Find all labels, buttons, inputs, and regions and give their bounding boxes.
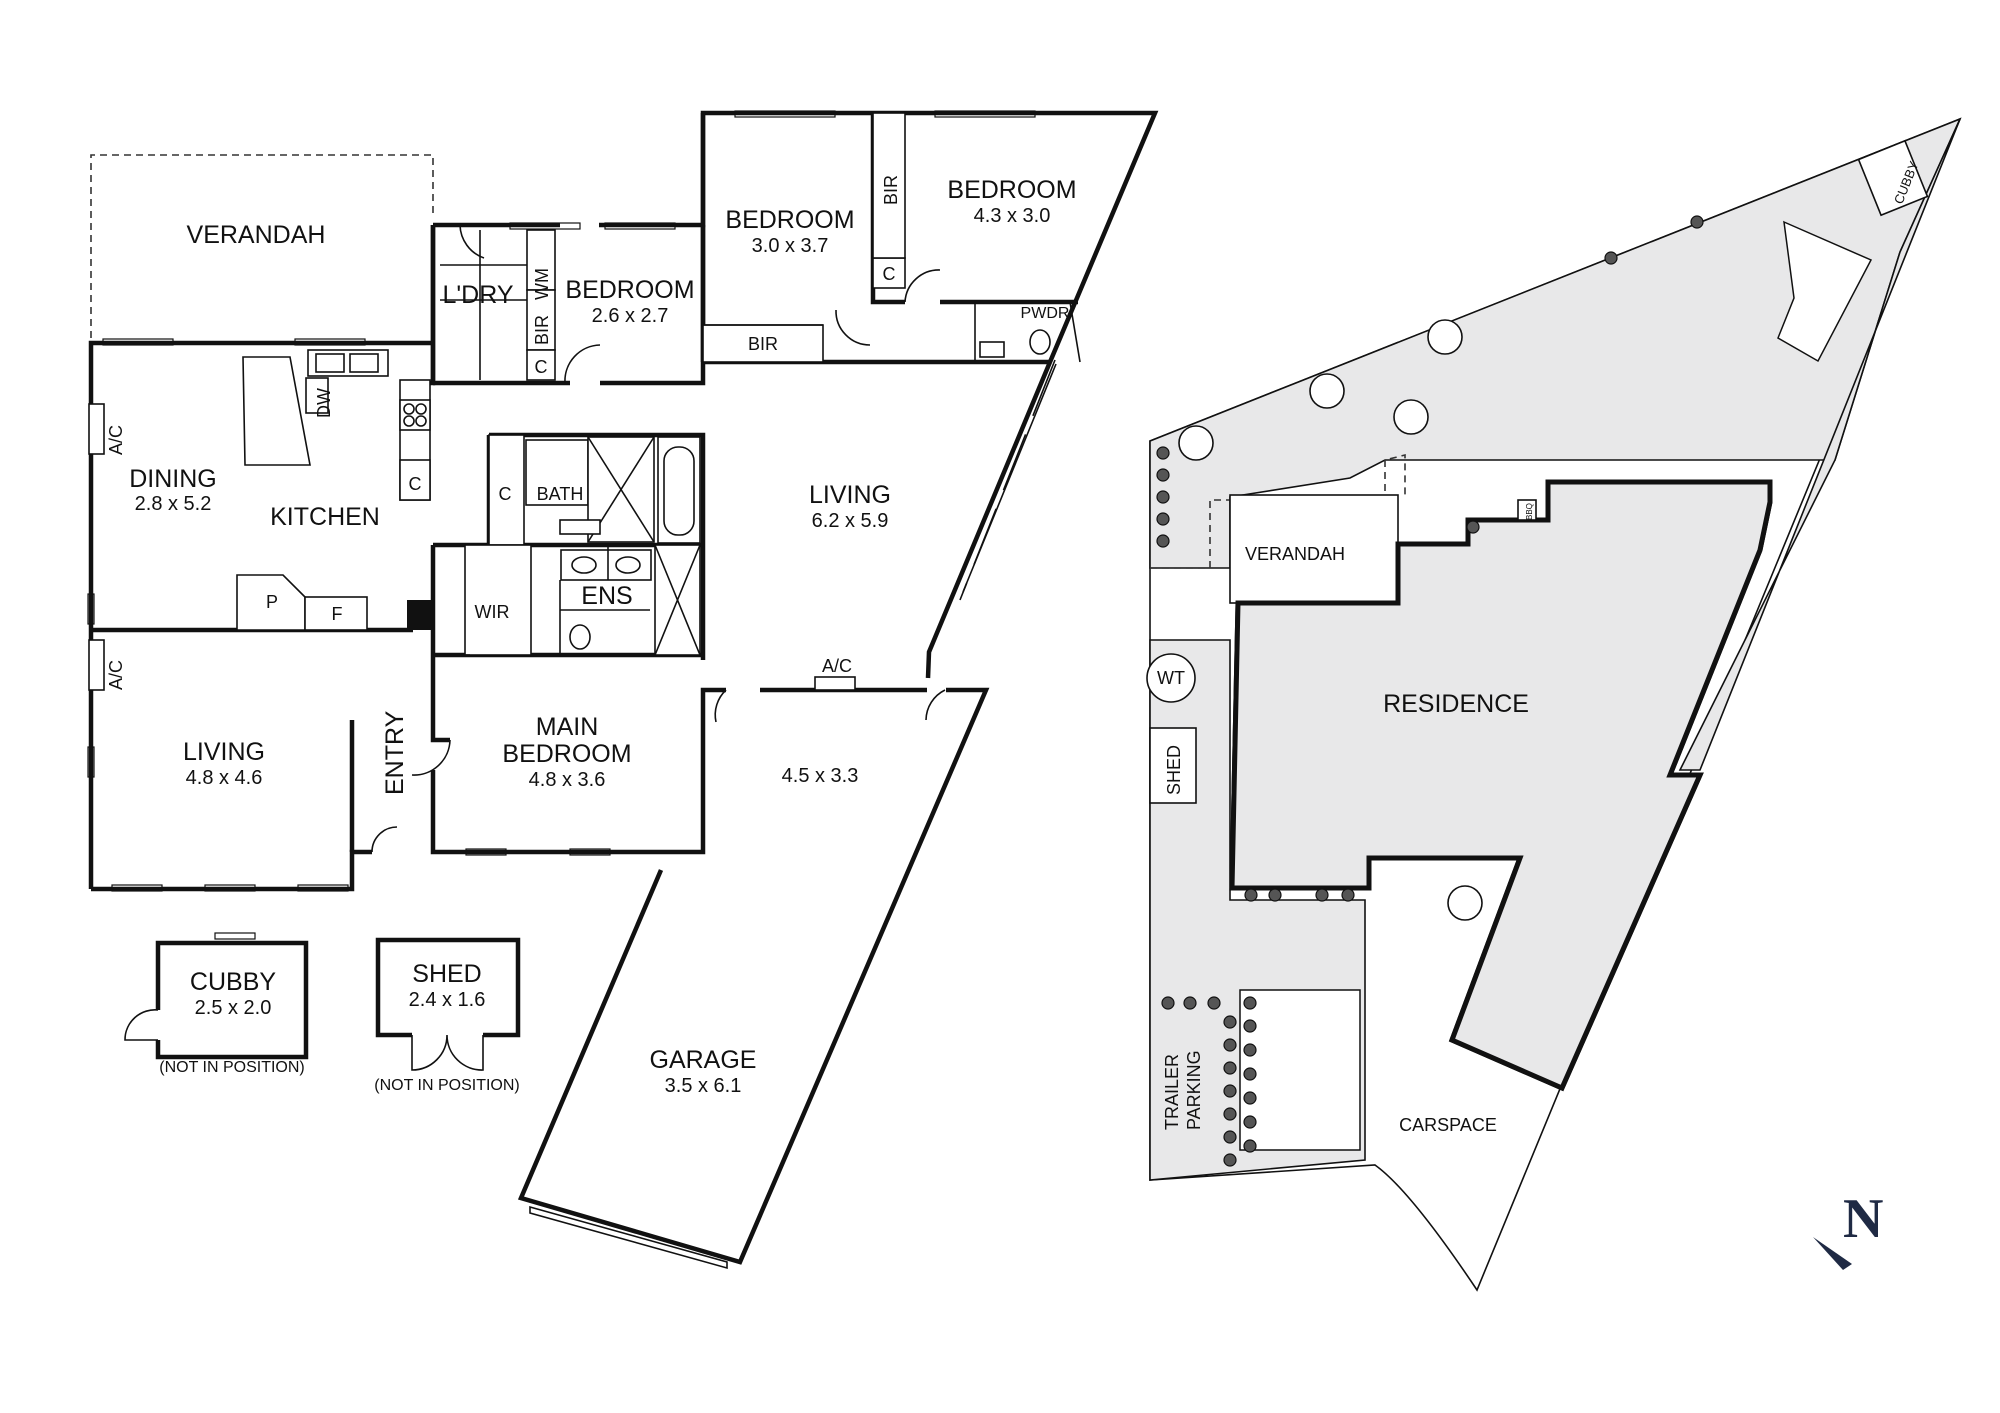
dining-size: 2.8 x 5.2 — [135, 493, 212, 515]
shrubs — [1156, 215, 1704, 1167]
ens-label: ENS — [581, 582, 632, 610]
water-tank — [1146, 653, 1196, 703]
bir-label-mid: BIR — [881, 175, 901, 205]
kitchen-label: KITCHEN — [270, 503, 380, 531]
trees — [1178, 319, 1483, 921]
entry-label: ENTRY — [381, 710, 409, 795]
pwdr-label: PWDR — [1021, 305, 1070, 322]
tree-icon — [1447, 885, 1483, 921]
tree-icon — [1393, 399, 1429, 435]
dining-name: DINING — [129, 465, 217, 493]
cubby-note: (NOT IN POSITION) — [159, 1059, 304, 1076]
north-letter: N — [1843, 1188, 1883, 1250]
bedroom-small-size: 2.6 x 2.7 — [592, 305, 669, 327]
wt-label: WT — [1157, 668, 1185, 688]
shed-note: (NOT IN POSITION) — [374, 1077, 519, 1094]
wm-label: WM — [532, 268, 552, 300]
garage-size: 3.5 x 6.1 — [665, 1075, 742, 1097]
cupboard-label-kitchen: C — [409, 474, 422, 494]
site-cubby — [1857, 139, 1929, 217]
cooktop-icon — [399, 399, 431, 431]
site-shed-label: SHED — [1164, 745, 1184, 795]
shed-name: SHED — [412, 960, 481, 988]
bedroom-mid-name: BEDROOM — [725, 206, 854, 234]
north-arrow: N — [1813, 1188, 1883, 1270]
tree-icon — [1427, 319, 1463, 355]
cubby-outbuilding: CUBBY 2.5 x 2.0 (NOT IN POSITION) — [124, 940, 309, 1076]
cupboard-label-bath: C — [499, 484, 512, 504]
fridge-label: F — [332, 604, 343, 624]
floor-plan-labels: VERANDAH L'DRY WM BIR C BEDROOM 2.6 x 2.… — [106, 175, 1077, 1097]
cupboard-label-laundry: C — [535, 357, 548, 377]
tree-icon — [1309, 373, 1345, 409]
site-shed — [1149, 727, 1197, 804]
bedroom-large-name: BEDROOM — [947, 176, 1076, 204]
site-plan: CUBBY BBQ WT SHED VERANDAH RESIDENCE TRA… — [1146, 117, 1962, 1292]
tree-icon — [1178, 425, 1214, 461]
site-bbq-label: BBQ — [1525, 503, 1534, 520]
living-main-size: 6.2 x 5.9 — [812, 510, 889, 532]
yard-east — [1678, 118, 1961, 771]
carspace-label: CARSPACE — [1399, 1115, 1497, 1135]
laundry-label: L'DRY — [442, 281, 513, 309]
cupboard-label-mid: C — [883, 264, 896, 284]
main-bedroom-line1: MAIN — [536, 713, 599, 741]
room-size-unlabelled: 4.5 x 3.3 — [782, 765, 859, 787]
trailer-label-line1: TRAILER — [1162, 1054, 1182, 1130]
floor-plan: VERANDAH L'DRY WM BIR C BEDROOM 2.6 x 2.… — [87, 110, 1159, 1270]
cubby-size: 2.5 x 2.0 — [195, 997, 272, 1019]
bedroom-mid-size: 3.0 x 3.7 — [752, 235, 829, 257]
garage-name: GARAGE — [650, 1046, 757, 1074]
residence-label: RESIDENCE — [1383, 690, 1529, 718]
main-bedroom-line2: BEDROOM — [502, 740, 631, 768]
north-arrow-icon — [1813, 1237, 1852, 1270]
ac-label-living: A/C — [822, 656, 852, 676]
living-front-name: LIVING — [183, 738, 265, 766]
trailer-label-line2: PARKING — [1184, 1050, 1204, 1130]
shed-size: 2.4 x 1.6 — [409, 989, 486, 1011]
ac-label-front: A/C — [106, 660, 126, 690]
interior-lines — [88, 112, 1081, 1270]
bedroom-large-size: 4.3 x 3.0 — [974, 205, 1051, 227]
bath-label: BATH — [537, 484, 584, 504]
bir-label-laundry: BIR — [532, 315, 552, 345]
dw-label: DW — [314, 388, 334, 418]
living-main-name: LIVING — [809, 481, 891, 509]
living-front-size: 4.8 x 4.6 — [186, 767, 263, 789]
site-verandah-label: VERANDAH — [1245, 544, 1345, 564]
wir-label: WIR — [475, 602, 510, 622]
bedroom-small-name: BEDROOM — [565, 276, 694, 304]
verandah-outline — [90, 154, 434, 338]
pantry-label: P — [266, 592, 278, 612]
site-boundary — [1149, 117, 1962, 1292]
shed-outbuilding: SHED 2.4 x 1.6 (NOT IN POSITION) — [374, 937, 521, 1094]
main-bedroom-size: 4.8 x 3.6 — [529, 769, 606, 791]
cubby-name: CUBBY — [190, 968, 276, 996]
bir-label-hall: BIR — [748, 334, 778, 354]
ac-label-dining: A/C — [106, 425, 126, 455]
verandah-label: VERANDAH — [187, 221, 326, 249]
